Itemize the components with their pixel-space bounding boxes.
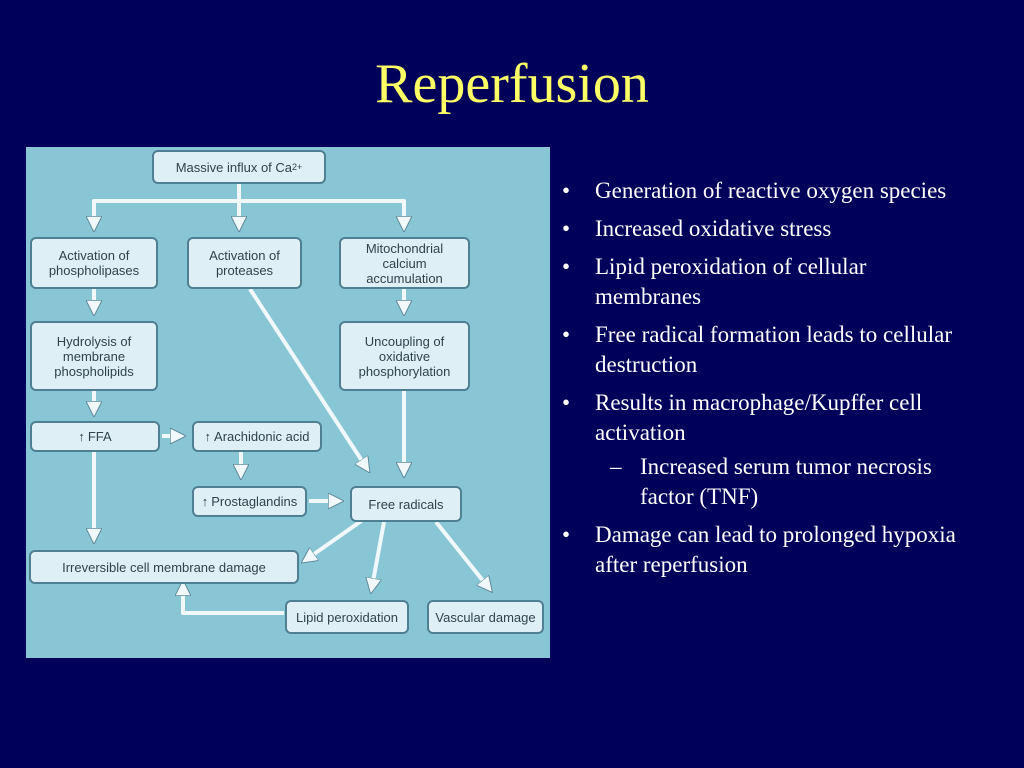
node-proteases: Activation of proteases — [187, 237, 302, 289]
node-vascular-damage: Vascular damage — [427, 600, 544, 634]
increase-arrow-icon: ↑ — [204, 429, 212, 444]
node-arachidonic-label: Arachidonic acid — [214, 429, 310, 444]
arrow-radicals-to-irreversible — [307, 517, 366, 559]
node-phospholipases: Activation of phospholipases — [30, 237, 158, 289]
arrow-lipid-to-irreversible — [183, 587, 284, 615]
node-ffa: ↑FFA — [30, 421, 160, 452]
bullet-item: • Results in macrophage/Kupffer cell acti… — [562, 388, 962, 448]
bullet-dot: • — [562, 322, 571, 347]
node-irreversible-damage: Irreversible cell membrane damage — [29, 550, 299, 584]
bullet-item: • Increased oxidative stress — [562, 214, 962, 244]
increase-arrow-icon: ↑ — [78, 429, 85, 444]
node-lipid-peroxidation: Lipid peroxidation — [285, 600, 409, 634]
bullet-dot: • — [562, 178, 571, 203]
node-ffa-label: FFA — [87, 429, 112, 444]
node-prostaglandins: ↑Prostaglandins — [192, 486, 307, 517]
bullet-text: Results in macrophage/Kupffer cell activ… — [595, 390, 923, 445]
arrow-proteases-to-radicals — [248, 287, 366, 467]
bullet-text: Free radical formation leads to cellular… — [595, 322, 952, 377]
bullet-item: • Free radical formation leads to cellula… — [562, 320, 962, 380]
bullet-text: Generation of reactive oxygen species — [595, 178, 947, 203]
increase-arrow-icon: ↑ — [201, 494, 209, 509]
bullet-item: • Lipid peroxidation of cellular membrane… — [562, 252, 962, 312]
bullet-text: Damage can lead to prolonged hypoxia aft… — [595, 522, 956, 577]
bullet-text: Lipid peroxidation of cellular membranes — [595, 254, 867, 309]
node-uncoupling: Uncoupling of oxidative phosphorylation — [339, 321, 470, 391]
node-free-radicals: Free radicals — [350, 486, 462, 522]
sub-bullet-dash: – — [610, 454, 622, 479]
calcium-superscript: 2+ — [292, 161, 303, 172]
arrow-calcium-to-phospholipases — [94, 199, 239, 225]
sub-bullet-text: Increased serum tumor necrosis factor (T… — [640, 454, 932, 509]
bullet-list: • Generation of reactive oxygen species •… — [562, 176, 962, 588]
bullet-dot: • — [562, 216, 571, 241]
bullet-dot: • — [562, 390, 571, 415]
bullet-dot: • — [562, 254, 571, 279]
node-calcium-influx-label: Massive influx of Ca — [175, 159, 293, 175]
sub-bullet-item: –Increased serum tumor necrosis factor (… — [562, 452, 962, 512]
bullet-dot: • — [562, 522, 571, 547]
node-arachidonic: ↑Arachidonic acid — [192, 421, 322, 452]
slide-title: Reperfusion — [375, 53, 649, 115]
bullet-item: • Generation of reactive oxygen species — [562, 176, 962, 206]
diagram-arrows — [26, 183, 550, 615]
arrow-radicals-to-lipid — [372, 521, 386, 587]
node-hydrolysis: Hydrolysis of membrane phospholipids — [30, 321, 158, 391]
arrow-radicals-to-vascular — [434, 520, 488, 587]
arrow-calcium-to-mito — [239, 199, 404, 225]
bullet-text: Increased oxidative stress — [595, 216, 832, 241]
node-mitochondrial: Mitochondrial calcium accumulation — [339, 237, 470, 289]
bullet-item: • Damage can lead to prolonged hypoxia af… — [562, 520, 962, 580]
node-prostaglandins-label: Prostaglandins — [211, 494, 298, 509]
